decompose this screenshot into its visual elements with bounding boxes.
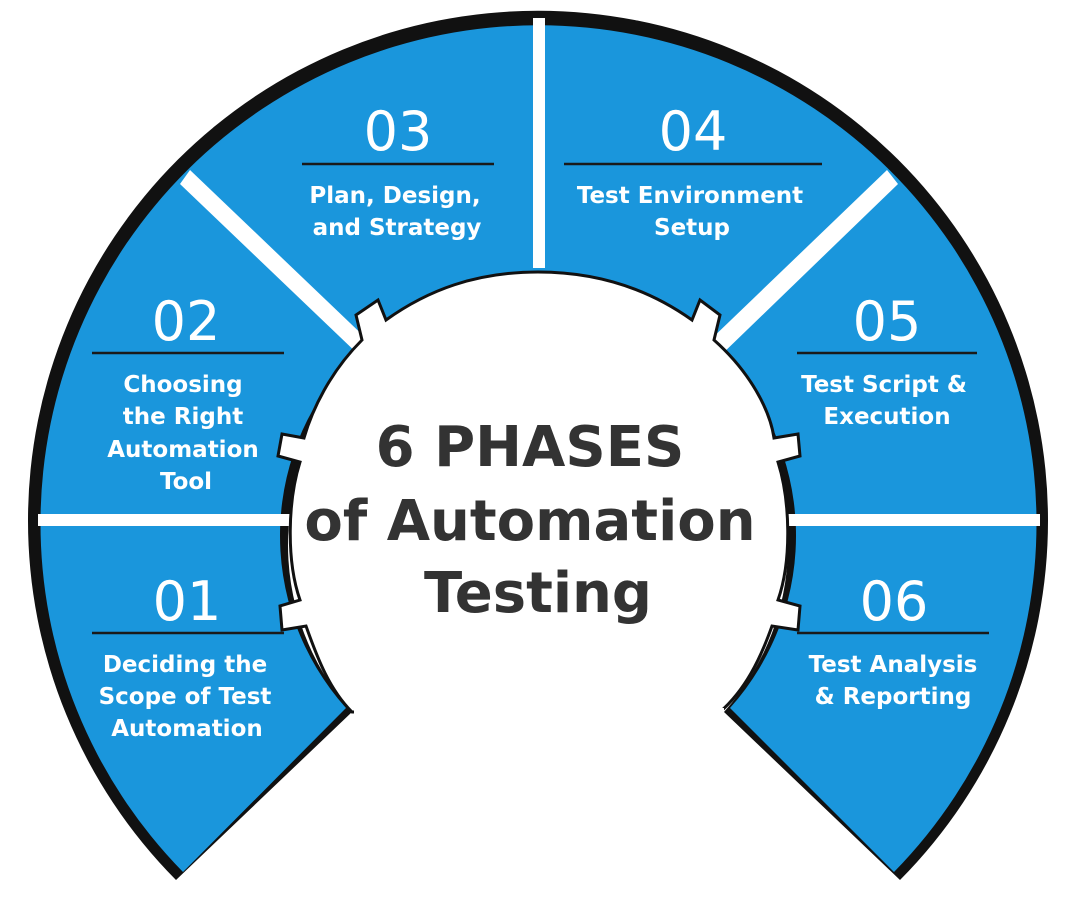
phase-05-number: 05 [853,290,922,353]
phase-01-number: 01 [153,570,222,633]
phase-06-label-line1: Test Analysis [809,652,978,678]
phase-04-label-line2: Setup [654,215,730,241]
phase-03-number: 03 [364,100,433,163]
divider-01-02 [38,514,313,526]
phase-04-segment: 04 Test Environment Setup [564,100,822,241]
phase-01-label-line2: Scope of Test [99,684,272,710]
phase-02-segment: 02 Choosing the Right Automation Tool [92,290,284,495]
phase-01-label-line3: Automation [111,716,263,742]
phase-06-segment: 06 Test Analysis & Reporting [797,570,989,710]
center-title-line3: Testing [424,561,652,626]
divider-05-06 [764,514,1040,526]
divider-03-04 [533,18,545,268]
phase-03-label-line1: Plan, Design, [309,183,480,209]
phase-02-number: 02 [152,290,221,353]
phase-04-number: 04 [659,100,728,163]
phase-03-segment: 03 Plan, Design, and Strategy [302,100,494,241]
phase-01-segment: 01 Deciding the Scope of Test Automation [92,570,284,742]
segment-dividers [38,18,1040,526]
divider-02-03 [180,170,372,358]
phase-04-label-line1: Test Environment [577,183,803,209]
phase-03-label-line2: and Strategy [313,215,482,241]
divider-04-05 [706,170,898,358]
bottom-gap-fill [354,708,724,901]
phase-02-label-line3: Automation [107,437,259,463]
phase-05-label-line1: Test Script & [801,372,967,398]
phase-02-label-line2: the Right [123,404,243,430]
phase-06-label-line2: & Reporting [815,684,972,710]
center-title-line1: 6 PHASES [376,415,685,480]
phase-01-label-line1: Deciding the [103,652,267,678]
phase-02-label-line4: Tool [160,469,212,495]
phase-05-label-line2: Execution [823,404,950,430]
center-title-line2: of Automation [304,489,755,554]
phase-02-label-line1: Choosing [123,372,242,398]
phase-06-number: 06 [860,570,929,633]
phase-05-segment: 05 Test Script & Execution [797,290,977,430]
outer-arc-body [40,25,1037,872]
